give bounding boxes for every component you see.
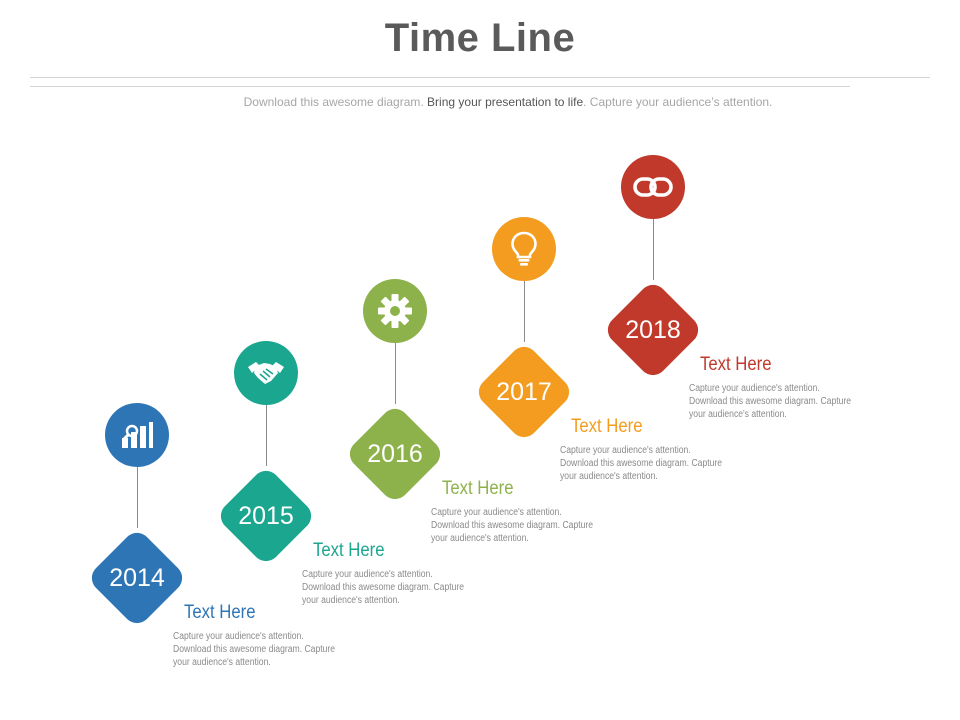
milestone-heading: Text Here	[442, 478, 514, 499]
milestone-heading: Text Here	[184, 602, 256, 623]
subtitle-part-1: Download this awesome diagram.	[243, 95, 428, 109]
description-line: your audience's attention.	[302, 595, 400, 606]
milestone-icon-circle	[492, 217, 556, 281]
milestone-icon-circle	[621, 155, 685, 219]
subtitle-divider	[30, 86, 850, 87]
milestone-description: Capture your audience's attention. Downl…	[173, 630, 336, 669]
milestone-year: 2015	[238, 502, 294, 530]
subtitle: Download this awesome diagram. Bring you…	[0, 95, 960, 109]
milestone-connector	[395, 343, 396, 404]
milestone-connector	[266, 405, 267, 466]
milestone-year: 2018	[625, 316, 681, 344]
page-title: Time Line	[384, 16, 576, 60]
milestone-description: Capture your audience's attention. Downl…	[560, 444, 723, 483]
milestone-icon-circle	[234, 341, 298, 405]
description-line: Capture your audience's attention.	[302, 569, 433, 580]
handshake-icon	[247, 359, 285, 387]
milestone-description: Capture your audience's attention. Downl…	[689, 382, 852, 421]
description-line: Capture your audience's attention.	[431, 507, 562, 518]
milestone-description: Capture your audience's attention. Downl…	[302, 568, 465, 607]
description-line: Download this awesome diagram. Capture	[431, 520, 594, 531]
description-line: Capture your audience's attention.	[689, 383, 820, 394]
description-line: Capture your audience's attention.	[560, 445, 691, 456]
bar-chart-search-icon	[120, 420, 154, 450]
milestone-icon-circle	[105, 403, 169, 467]
link-icon	[633, 176, 673, 198]
milestone-connector	[524, 281, 525, 342]
milestone-connector	[137, 467, 138, 528]
title-divider	[30, 77, 930, 78]
milestone-year: 2016	[367, 440, 423, 468]
milestone-year: 2014	[109, 564, 165, 592]
description-line: your audience's attention.	[173, 657, 271, 668]
description-line: Capture your audience's attention.	[173, 631, 304, 642]
gear-icon	[377, 293, 413, 329]
milestone-heading: Text Here	[571, 416, 643, 437]
description-line: your audience's attention.	[689, 409, 787, 420]
milestone-year: 2017	[496, 378, 552, 406]
description-line: your audience's attention.	[560, 471, 658, 482]
milestone-description: Capture your audience's attention. Downl…	[431, 506, 594, 545]
subtitle-part-2: Bring your presentation to life	[427, 95, 584, 109]
lightbulb-icon	[510, 231, 538, 267]
description-line: your audience's attention.	[431, 533, 529, 544]
description-line: Download this awesome diagram. Capture	[173, 644, 336, 655]
subtitle-part-3: . Capture your audience’s attention.	[583, 95, 773, 109]
milestone-heading: Text Here	[700, 354, 772, 375]
description-line: Download this awesome diagram. Capture	[560, 458, 723, 469]
milestone-icon-circle	[363, 279, 427, 343]
description-line: Download this awesome diagram. Capture	[302, 582, 465, 593]
milestone-heading: Text Here	[313, 540, 385, 561]
milestone-connector	[653, 219, 654, 280]
description-line: Download this awesome diagram. Capture	[689, 396, 852, 407]
